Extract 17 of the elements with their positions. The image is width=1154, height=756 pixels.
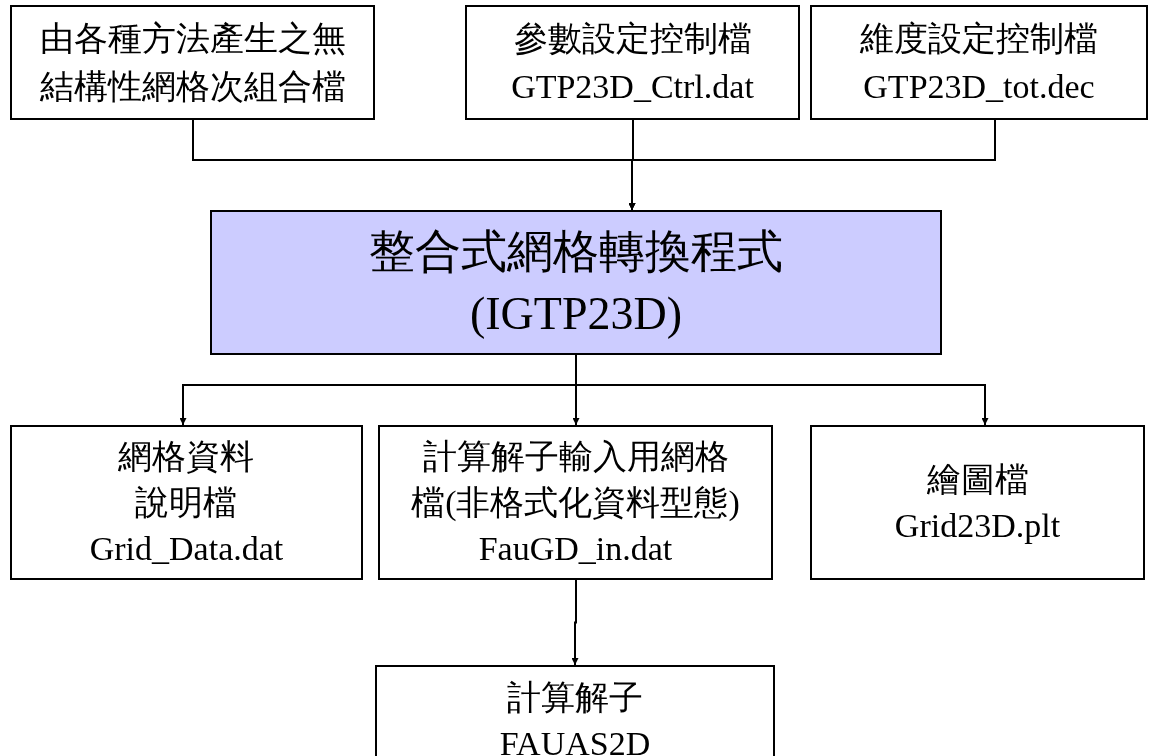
box-text: 整合式網格轉換程式 (IGTP23D) — [369, 224, 783, 341]
box-text: 網格資料說明檔 Grid_Data.dat — [89, 436, 284, 569]
arrow — [571, 579, 579, 666]
process-box — [210, 210, 942, 355]
process-box — [10, 5, 375, 120]
process-box — [378, 425, 773, 580]
box-text: 計算解子 FAUAS2D — [499, 678, 651, 756]
box-text: 維度設定控制檔 GTP23D_tot.dec — [860, 18, 1098, 107]
box-text: 由各種方法產生之無結構性網格次組合檔 — [39, 18, 346, 107]
box-text: 參數設定控制檔 GTP23D_Ctrl.dat — [511, 18, 754, 107]
box-text: 繪圖檔 Grid23D.plt — [894, 459, 1061, 546]
process-box — [465, 5, 800, 120]
process-box — [810, 5, 1148, 120]
process-box — [810, 425, 1145, 580]
process-box — [10, 425, 363, 580]
arrow — [628, 119, 996, 211]
box-text: 計算解子輸入用網格檔(非格式化資料型態) FauGD_in.dat — [411, 436, 740, 569]
